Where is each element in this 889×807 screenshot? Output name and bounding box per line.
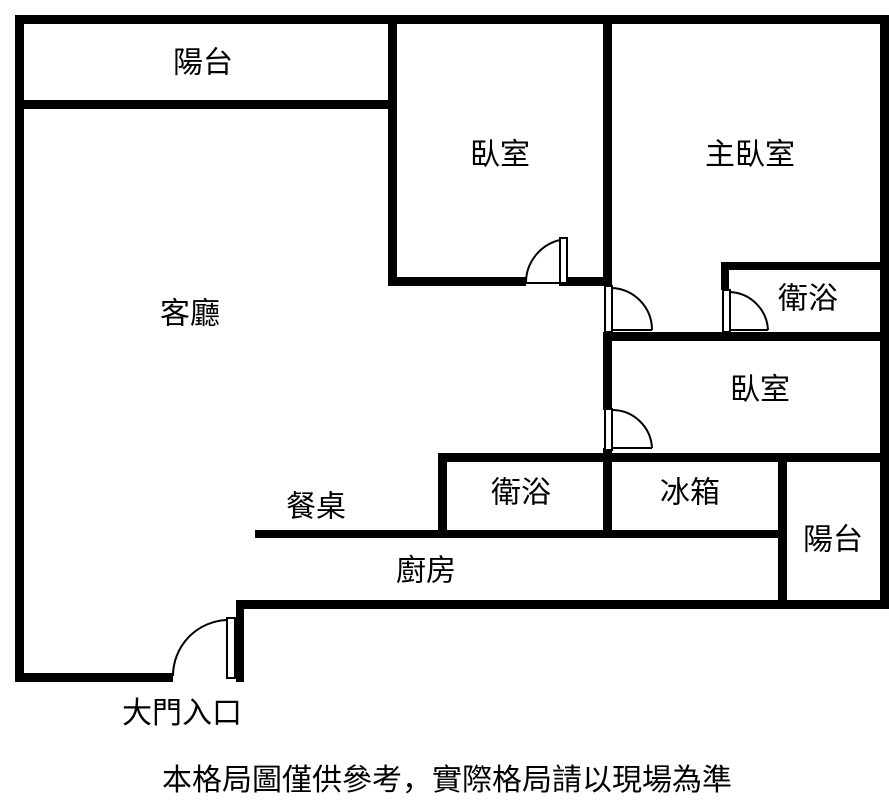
door-bedroom-1 (524, 237, 568, 286)
label-bathroom-master: 衛浴 (778, 282, 838, 317)
wall-outer-right (880, 15, 889, 605)
room-labels: 陽台 臥室 主臥室 客廳 衛浴 臥室 衛浴 冰箱 餐桌 廚房 陽台 (160, 46, 863, 589)
wall-counter (255, 530, 787, 538)
wall-entrance-jamb (236, 603, 244, 682)
wall-outer-top (15, 15, 889, 24)
label-living-room: 客廳 (160, 297, 220, 332)
label-bedroom-1: 臥室 (470, 138, 530, 173)
wall-master-bath-left (721, 262, 729, 290)
door-bedroom-2 (604, 408, 653, 451)
label-kitchen: 廚房 (396, 554, 456, 589)
wall-bedroom2-left-b (603, 448, 612, 536)
label-master-bedroom: 主臥室 (705, 138, 795, 173)
wall-bedroom2-left-a (603, 332, 612, 410)
door-master-bath (722, 289, 769, 333)
wall-bath-left (438, 453, 447, 536)
label-balcony-right: 陽台 (803, 523, 863, 558)
wall-balcony-divider (15, 100, 394, 109)
wall-bedroom1-left (388, 15, 397, 285)
wall-central-upper (603, 15, 612, 285)
disclaimer: 本格局圖僅供參考，實際格局請以現場為準 (162, 763, 732, 798)
label-bedroom-2: 臥室 (730, 373, 790, 408)
wall-bath-top (438, 453, 889, 462)
label-dining-table: 餐桌 (286, 490, 346, 525)
entrance-label: 大門入口 (122, 696, 242, 731)
wall-bedroom1-bottom-a (388, 277, 526, 286)
wall-master-bath-top (721, 262, 889, 270)
wall-bedroom2-top (603, 332, 889, 341)
wall-bottom-left (15, 673, 173, 682)
wall-kitchen-bottom (236, 600, 889, 609)
wall-outer-left (15, 15, 24, 682)
wall-bedroom1-bottom-b (566, 277, 612, 286)
door-master-bedroom (604, 285, 654, 333)
door-entrance (172, 617, 236, 679)
label-balcony-top: 陽台 (173, 46, 233, 81)
label-fridge: 冰箱 (660, 476, 720, 511)
label-bathroom: 衛浴 (491, 476, 551, 511)
walls (15, 15, 889, 682)
doors (172, 237, 769, 679)
